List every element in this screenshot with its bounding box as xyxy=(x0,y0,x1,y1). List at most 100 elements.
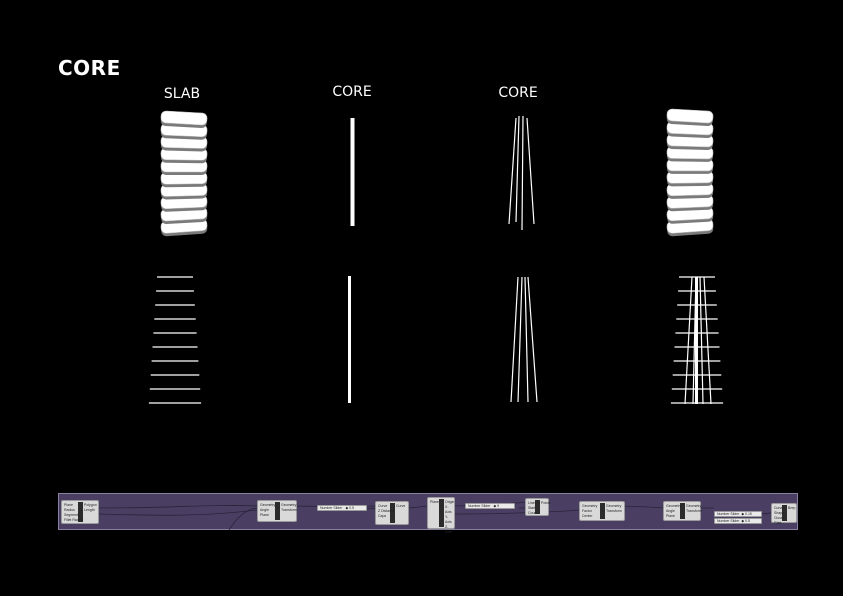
node-input-label: Shape xyxy=(774,511,785,515)
node-body[interactable] xyxy=(439,499,444,527)
core-column-2d xyxy=(348,276,351,403)
slider-label: Number Slider xyxy=(320,506,343,510)
slider-label: Number Slider xyxy=(717,512,740,516)
node-body[interactable] xyxy=(782,505,787,521)
node-input-label: Segments xyxy=(64,513,80,517)
node-input-label: Angle xyxy=(260,508,269,512)
tower-3d xyxy=(666,108,714,237)
node-output-label: X-Axis xyxy=(445,505,452,514)
tower-core-column xyxy=(695,277,698,404)
node-input-label: Geometry xyxy=(260,503,276,507)
node-output-label: Brep xyxy=(788,506,796,510)
node-output-label: Transform xyxy=(606,509,622,513)
node-output-label: Geometry xyxy=(686,504,702,508)
node-output-label: Y-Axis xyxy=(445,515,452,524)
number-slider[interactable]: Number Slider◆ 0.5 xyxy=(317,505,367,511)
node-body[interactable] xyxy=(680,503,685,519)
page-title: CORE xyxy=(58,56,121,80)
number-slider[interactable]: Number Slider◆ 0.15 xyxy=(714,511,762,517)
node-body[interactable] xyxy=(275,502,280,520)
column-label-core: CORE xyxy=(332,84,372,100)
node-input-label: Curve xyxy=(378,504,388,508)
node-input-label: Z Distance xyxy=(378,509,395,513)
node-input-label: Plane xyxy=(64,503,73,507)
node-outputs: Curve xyxy=(396,504,405,509)
slider-value[interactable]: ◆ 0.15 xyxy=(741,512,752,516)
tower-core-line xyxy=(699,276,704,405)
node-body[interactable] xyxy=(390,503,395,523)
node-input-label: Geometry xyxy=(666,504,682,508)
column-label-slab: SLAB xyxy=(163,86,201,102)
node-input-label: Start xyxy=(528,506,536,510)
node-output-label: Length xyxy=(84,508,95,512)
slab-3d xyxy=(666,108,714,126)
node-output-label: Points xyxy=(541,501,551,505)
node-input-label: Fillet xyxy=(774,521,782,525)
node-input-label: Caps xyxy=(378,514,387,518)
slider-value[interactable]: ◆ 0.5 xyxy=(741,519,750,523)
core-lines-2d xyxy=(510,276,538,403)
node-input-label: Closed xyxy=(774,516,785,520)
tower-core-line xyxy=(703,276,712,405)
core-column-3d xyxy=(350,118,355,226)
column-label-core-lines: CORE xyxy=(498,85,538,101)
node-inputs: Plane xyxy=(430,500,439,505)
core-lines-3d xyxy=(508,115,535,231)
node-input-label: Fillet Radius xyxy=(64,518,84,522)
slab-lines-2d xyxy=(148,276,202,404)
node-output-label: Origin xyxy=(445,500,455,504)
node-input-label: Plane xyxy=(430,500,439,504)
slab-3d xyxy=(666,206,714,224)
node-output-label: Curve xyxy=(396,504,406,508)
node-body[interactable] xyxy=(78,502,83,522)
slider-label: Number Slider xyxy=(717,519,740,523)
node-input-label: Plane xyxy=(260,513,269,517)
number-slider[interactable]: Number Slider◆ 9 xyxy=(465,503,515,509)
node-input-label: Count xyxy=(528,511,538,515)
slider-value[interactable]: ◆ 9 xyxy=(493,504,500,508)
node-input-label: Angle xyxy=(666,509,675,513)
slab-3d xyxy=(666,158,714,174)
node-output-label: Transform xyxy=(281,508,297,512)
tower-2d xyxy=(670,276,724,405)
node-input-label: Radius xyxy=(64,508,75,512)
node-input-label: Lines xyxy=(528,501,537,505)
node-body[interactable] xyxy=(535,500,540,514)
node-outputs: Brep xyxy=(788,506,795,511)
slab-3d xyxy=(666,170,714,187)
slab-stack-3d xyxy=(160,110,208,237)
node-input-label: Center xyxy=(582,514,593,518)
node-input-label: Geometry xyxy=(582,504,598,508)
node-input-label: Plane xyxy=(666,514,675,518)
slab-3d xyxy=(160,110,208,128)
node-output-label: Z-Axis xyxy=(445,525,452,534)
node-body[interactable] xyxy=(600,503,605,519)
number-slider[interactable]: Number Slider◆ 0.5 xyxy=(714,518,762,524)
node-output-label: Transform xyxy=(686,509,702,513)
slider-value[interactable]: ◆ 0.5 xyxy=(345,506,355,510)
node-output-label: Polygon xyxy=(84,503,97,507)
node-output-label: Geometry xyxy=(606,504,622,508)
slab-3d xyxy=(666,194,714,212)
